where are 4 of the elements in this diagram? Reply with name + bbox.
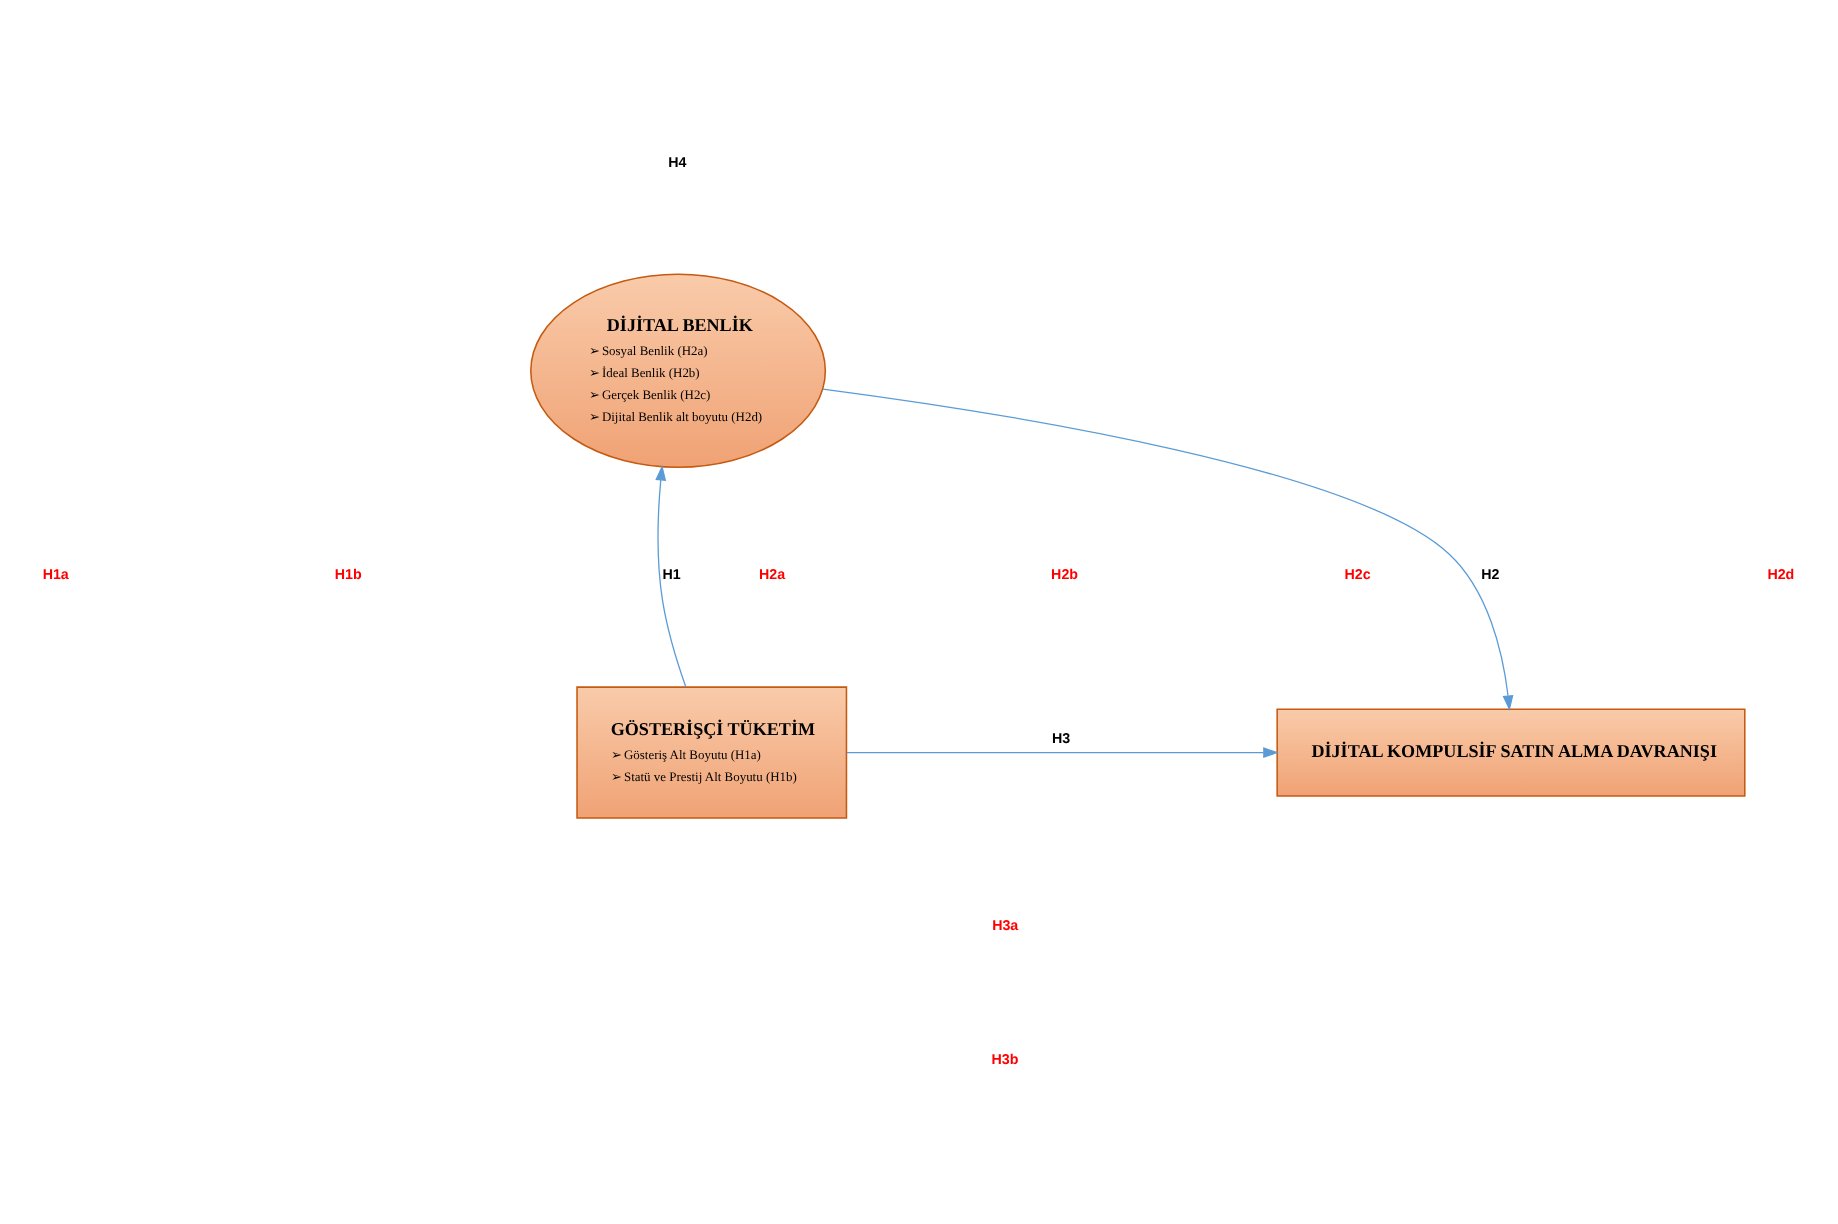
arrow — [822, 387, 1514, 710]
arrow — [655, 463, 687, 687]
arrow — [846, 746, 1279, 757]
node-box: DİJİTAL KOMPULSİF SATIN ALMA DAVRANIŞI — [1276, 707, 1746, 796]
